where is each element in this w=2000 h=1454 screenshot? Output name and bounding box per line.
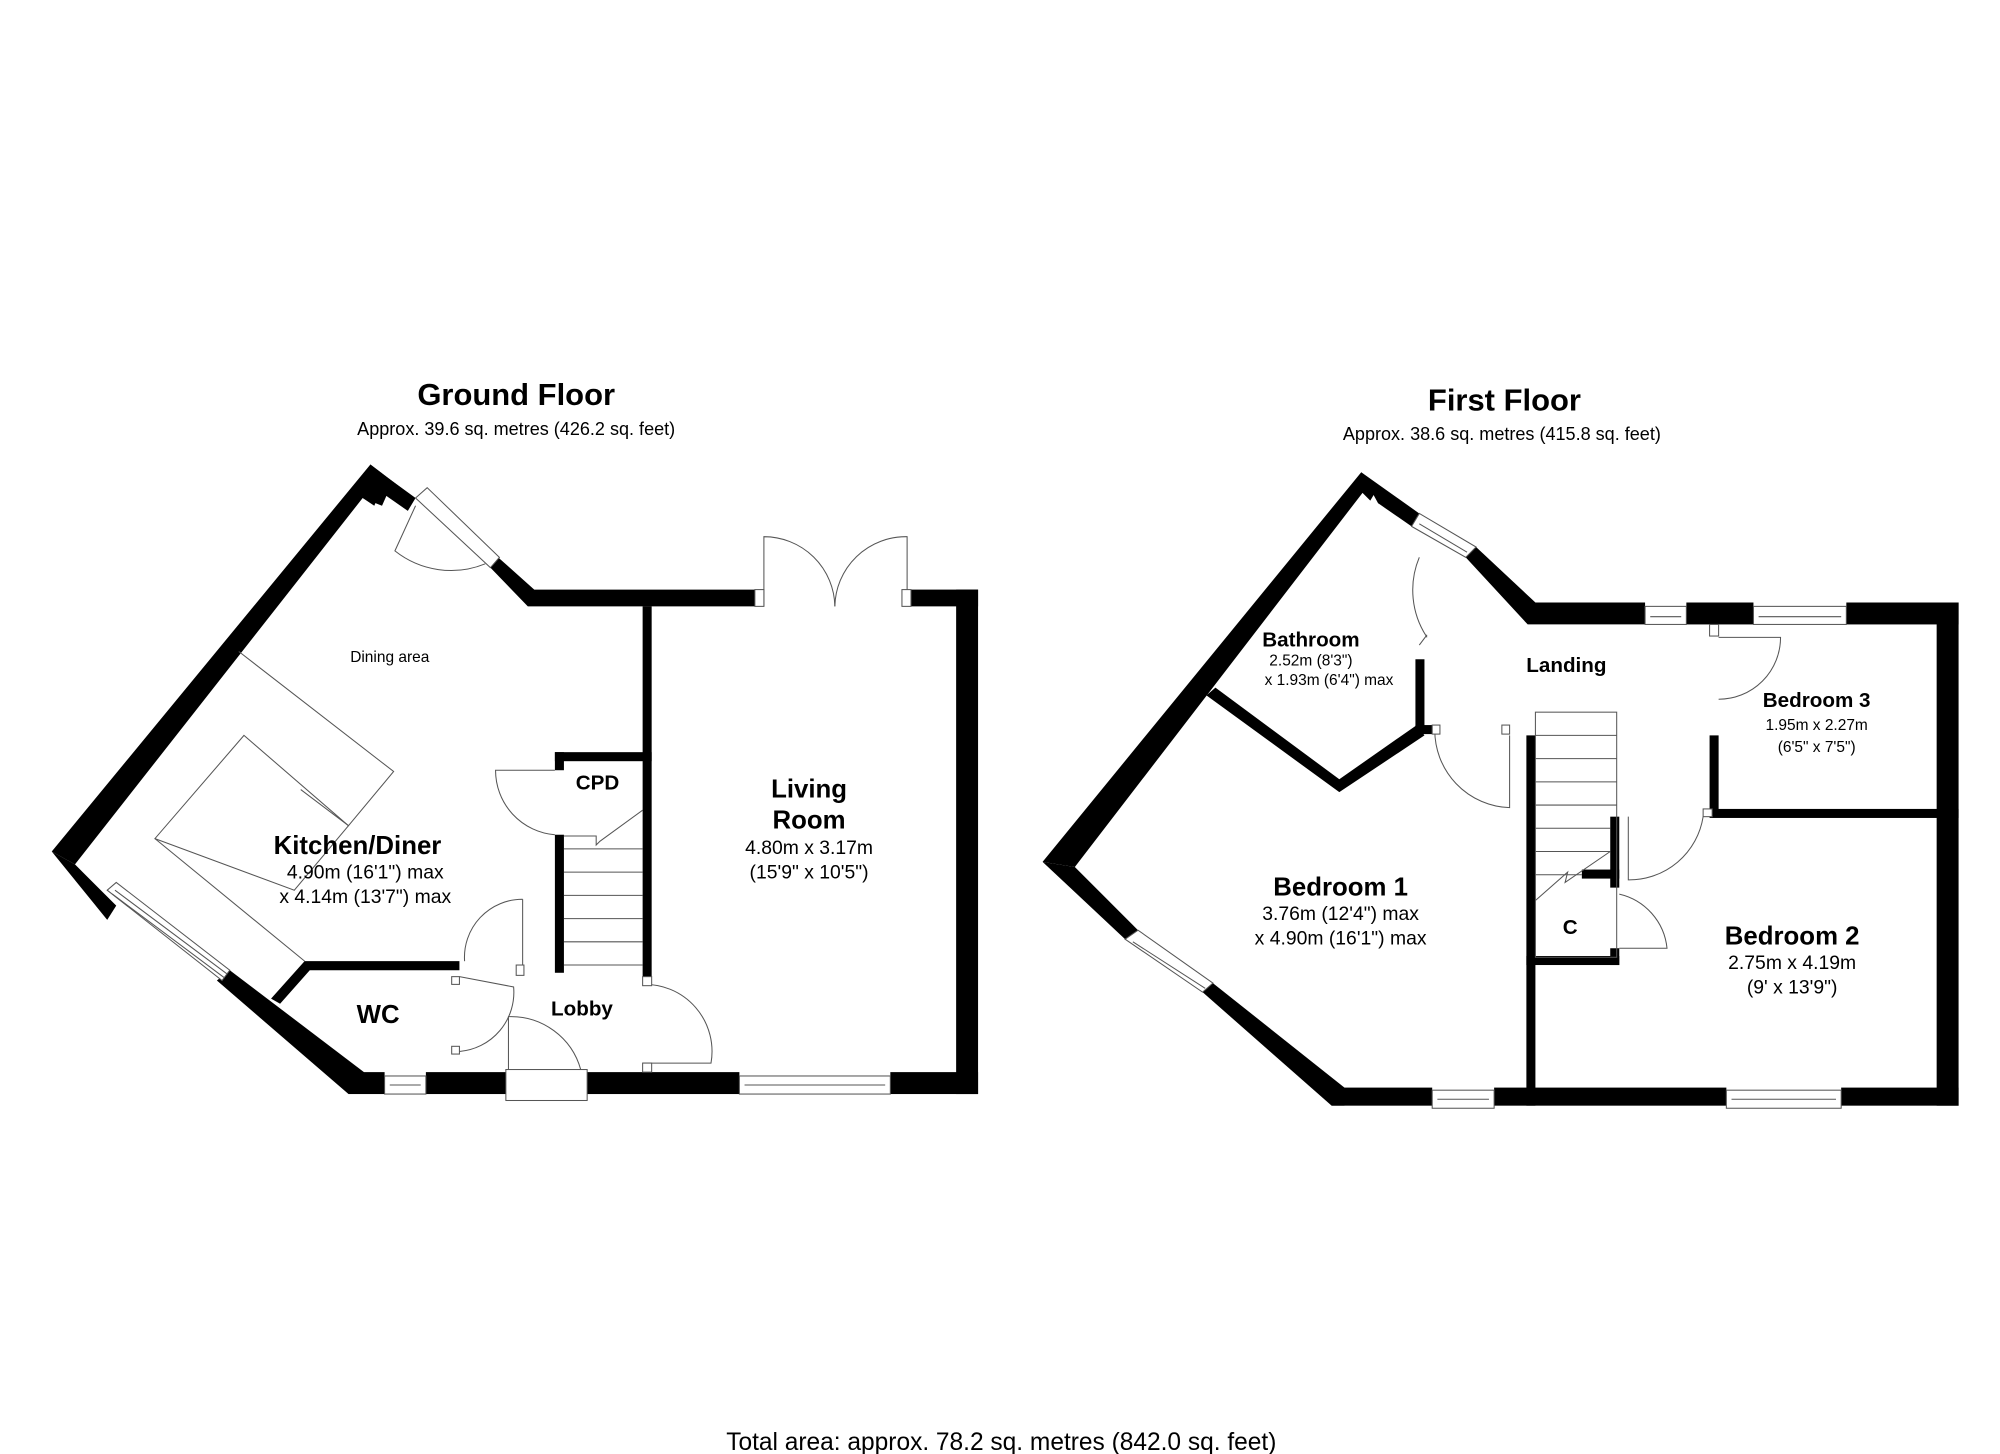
bedroom1-side-window <box>1124 929 1214 993</box>
kitchen-diner-dim2: x 4.14m (13'7") max <box>279 886 451 908</box>
kitchen-window <box>106 881 231 982</box>
bathroom-dim1: 2.52m (8'3") <box>1269 653 1352 670</box>
first-floor-openings <box>1124 512 1847 1109</box>
first-floor-walls <box>1042 472 1959 1106</box>
bedroom2-dim1: 2.75m x 4.19m <box>1728 952 1856 974</box>
first-floor-title: First Floor <box>1428 382 1581 417</box>
cupboard-door-swing <box>1619 893 1668 949</box>
cupboard-label: C <box>1563 916 1578 939</box>
front-door-frame <box>505 1069 588 1102</box>
french-door-right <box>834 536 908 607</box>
french-door-left <box>763 536 836 607</box>
landing-label: Landing <box>1526 654 1606 677</box>
lobby-label: Lobby <box>551 997 613 1020</box>
bedroom2-door-swing <box>1627 816 1704 881</box>
bedroom2-label: Bedroom 2 <box>1725 922 1860 950</box>
living-door-swing <box>642 983 713 1064</box>
bedroom2-dim2: (9' x 13'9") <box>1747 976 1838 998</box>
first-floor-plan: First Floor Approx. 38.6 sq. metres (415… <box>1042 382 1959 1109</box>
bedroom1-label: Bedroom 1 <box>1273 873 1408 901</box>
kitchen-diner-dim1: 4.90m (16'1") max <box>287 862 444 884</box>
first-floor-area: Approx. 38.6 sq. metres (415.8 sq. feet) <box>1343 424 1661 444</box>
wc-label: WC <box>357 1001 400 1029</box>
bedroom1-dim1: 3.76m (12'4") max <box>1262 903 1419 925</box>
bedroom1-door-swing <box>1434 728 1511 809</box>
bedroom3-door-swing <box>1718 636 1782 700</box>
bathroom-dim2: x 1.93m (6'4") max <box>1265 672 1394 689</box>
kitchen-door-swing <box>463 898 524 971</box>
cpd-door-swing <box>495 769 555 836</box>
back-door-swing <box>394 505 486 571</box>
back-door-frame <box>414 486 501 569</box>
kitchen-counter <box>238 651 395 827</box>
ground-floor-title: Ground Floor <box>417 377 615 412</box>
ground-floor-walls <box>51 464 979 1095</box>
bedroom3-dim1: 1.95m x 2.27m <box>1766 717 1868 734</box>
ground-floor-area: Approx. 39.6 sq. metres (426.2 sq. feet) <box>357 419 675 439</box>
dining-area-label: Dining area <box>350 649 430 666</box>
living-room-dim2: (15'9" x 10'5") <box>750 862 869 884</box>
living-room-label-1: Living <box>771 775 847 803</box>
cpd-label: CPD <box>576 772 620 795</box>
total-area: Total area: approx. 78.2 sq. metres (842… <box>726 1429 1276 1454</box>
wc-door-swing <box>459 976 515 1052</box>
living-room-dim1: 4.80m x 3.17m <box>745 837 873 859</box>
landing-window <box>1644 605 1687 625</box>
bedroom3-dim2: (6'5" x 7'5") <box>1778 739 1856 756</box>
ground-floor-openings <box>106 486 912 1102</box>
first-floor-stairs <box>1534 711 1618 958</box>
bedroom3-window <box>1752 605 1847 625</box>
bathroom-label: Bathroom <box>1262 628 1359 651</box>
front-door-swing <box>507 1016 582 1070</box>
ground-floor-plan: Ground Floor Approx. 39.6 sq. metres (42… <box>51 377 979 1102</box>
kitchen-island <box>154 734 350 891</box>
living-room-label-2: Room <box>773 806 846 834</box>
bathroom-window <box>1410 512 1477 558</box>
bedroom3-label: Bedroom 3 <box>1763 689 1871 712</box>
bathroom-door-swing <box>1412 557 1428 646</box>
bedroom1-dim2: x 4.90m (16'1") max <box>1255 927 1427 949</box>
kitchen-diner-label: Kitchen/Diner <box>274 832 442 860</box>
ground-floor-stairs <box>563 809 643 966</box>
